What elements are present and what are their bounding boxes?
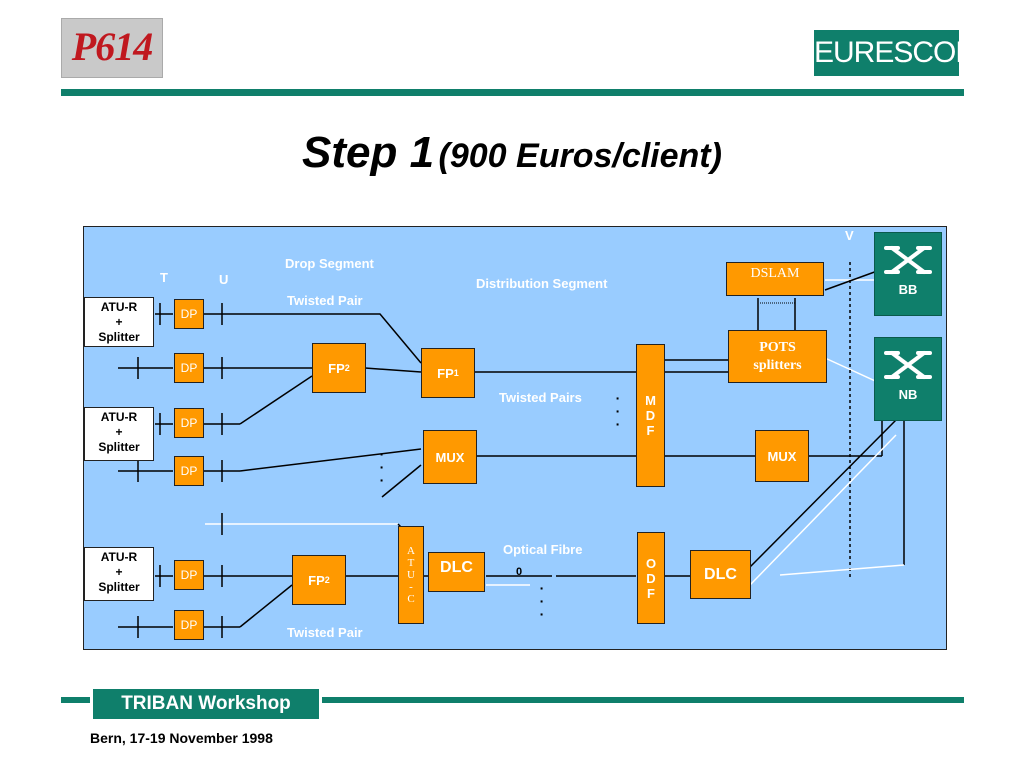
network-diagram (83, 226, 947, 650)
p614-logo: P614 (61, 18, 163, 78)
dp-box: DP (174, 408, 204, 438)
ellipsis-dots: ··· (379, 446, 385, 488)
ellipsis-dots: ··· (539, 580, 545, 622)
dp-box: DP (174, 560, 204, 590)
twisted-pair-top-label: Twisted Pair (287, 293, 363, 308)
atu-r-splitter-3: ATU-R+Splitter (84, 547, 154, 601)
nb-switch: NB (874, 337, 942, 421)
zero-label: 0 (516, 566, 523, 578)
twisted-pairs-label: Twisted Pairs (499, 390, 582, 405)
t-label: T (160, 270, 168, 285)
dp-box: DP (174, 299, 204, 329)
dslam-box: DSLAM (726, 262, 824, 296)
bb-switch: BB (874, 232, 942, 316)
title-main: Step 1 (302, 128, 435, 177)
mux-box-left: MUX (423, 430, 477, 484)
event-date: Bern, 17-19 November 1998 (90, 730, 273, 746)
dlc-box-right: DLC (690, 550, 751, 599)
drop-segment-label: Drop Segment (285, 256, 374, 271)
nb-label: NB (898, 387, 918, 402)
dlc-box-left: DLC (428, 552, 485, 592)
switch-icon (884, 351, 932, 379)
optical-fibre-label: Optical Fibre (503, 542, 583, 557)
bottom-divider (61, 697, 964, 703)
bb-label: BB (898, 282, 918, 297)
eurescom-logo: EURESCOM (814, 30, 980, 76)
v-label: V (845, 228, 854, 243)
workshop-banner: TRIBAN Workshop (90, 686, 322, 722)
atu-r-splitter-1: ATU-R+Splitter (84, 297, 154, 347)
mux-box-right: MUX (755, 430, 809, 482)
title-sub: (900 Euros/client) (438, 137, 722, 175)
atu-r-splitter-2: ATU-R+Splitter (84, 407, 154, 461)
top-divider (61, 89, 964, 96)
twisted-pair-bottom-label: Twisted Pair (287, 625, 363, 640)
dp-box: DP (174, 353, 204, 383)
dp-box: DP (174, 456, 204, 486)
u-label: U (219, 272, 229, 287)
distribution-segment-label: Distribution Segment (476, 276, 608, 291)
switch-icon (884, 246, 932, 274)
dp-box: DP (174, 610, 204, 640)
slide-title: Step 1 (900 Euros/client) (0, 128, 1024, 178)
ellipsis-dots: ··· (615, 390, 621, 432)
